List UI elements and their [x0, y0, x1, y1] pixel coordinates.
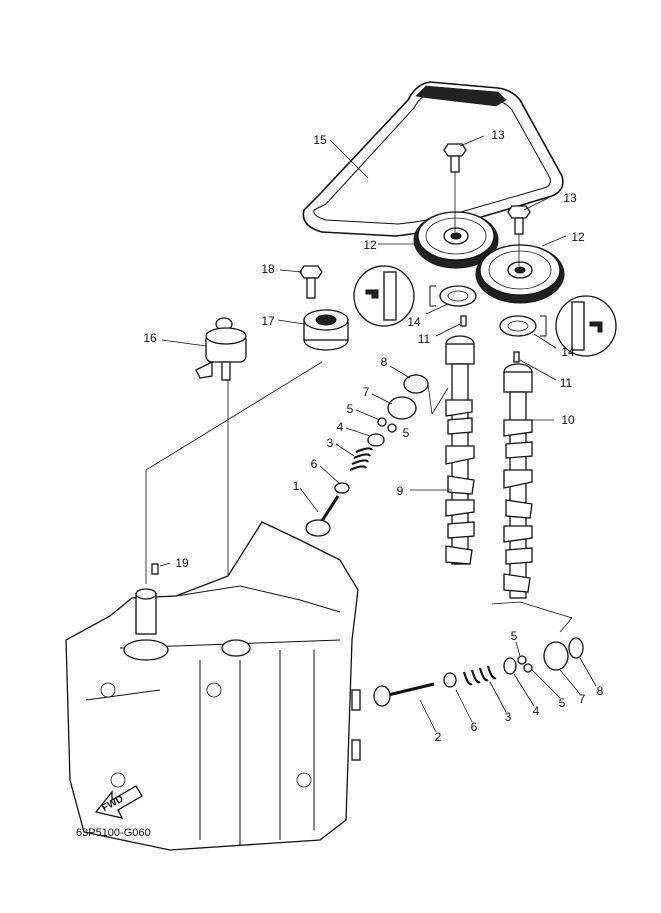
callout-17: 17: [261, 314, 275, 328]
cylinder-head-block: [65, 521, 361, 851]
camshaft-left-part-9: [445, 335, 475, 565]
callout-8-lower: 8: [597, 684, 604, 698]
callout-5-lower-b: 5: [559, 696, 566, 710]
callout-3-lower: 3: [505, 710, 512, 724]
callout-3-upper: 3: [327, 436, 334, 450]
shim-part-8-lower: [568, 637, 584, 659]
spring-retainer-part-4-lower: [503, 657, 517, 675]
callout-12-right: 12: [571, 230, 585, 244]
callout-14-right: 14: [561, 345, 575, 359]
callout-5-upper-b: 5: [403, 426, 410, 440]
callout-19: 19: [175, 556, 189, 570]
callout-16: 16: [143, 331, 157, 345]
callout-9: 9: [397, 484, 404, 498]
callout-18: 18: [261, 262, 275, 276]
callout-labels: 15 13 13 12 12 18 17 16 14 11 14 11 10 9…: [143, 128, 603, 744]
valve-seal-part-6-lower: [443, 672, 457, 688]
sprocket-bolt-right-part-13: [507, 205, 531, 266]
valve-train-lower: [373, 601, 584, 707]
callout-14-left: 14: [407, 315, 421, 329]
callout-13-right: 13: [563, 191, 577, 205]
callout-10: 10: [561, 413, 575, 427]
callout-5-upper-a: 5: [347, 402, 354, 416]
callout-6-lower: 6: [471, 720, 478, 734]
callout-4-lower: 4: [533, 704, 540, 718]
leader-lines: [159, 135, 597, 733]
callout-1: 1: [293, 479, 300, 493]
valve-spring-part-3-lower: [462, 665, 497, 686]
diagram-code: 63P5100-G060: [76, 827, 151, 839]
valve-train-upper: [305, 374, 449, 537]
callout-7-lower: 7: [579, 692, 586, 706]
spring-retainer-part-4: [367, 433, 385, 447]
callout-13-left: 13: [491, 128, 505, 142]
callout-6-upper: 6: [311, 457, 318, 471]
intake-valve-part-1: [305, 495, 340, 537]
exhaust-valve-part-2: [373, 682, 435, 707]
shim-part-8: [403, 374, 429, 394]
belt-tensioner-part-16: [195, 317, 247, 381]
callout-12-left: 12: [363, 238, 377, 252]
callout-2: 2: [435, 730, 442, 744]
valve-seal-part-6: [334, 482, 350, 494]
idler-pulley-part-17: [303, 309, 349, 351]
callout-4-upper: 4: [337, 420, 344, 434]
camshaft-sprocket-left-part-12: [413, 211, 499, 269]
oil-seal-left-part-14: [353, 265, 477, 327]
idler-bolt-part-18: [299, 265, 323, 299]
callout-7-upper: 7: [363, 385, 370, 399]
forward-arrow-icon: FWD: [94, 785, 143, 819]
sprocket-bolt-left-part-13: [443, 143, 467, 232]
valve-keeper-part-5: [377, 417, 387, 427]
camshaft-right-part-10: [503, 363, 533, 599]
callout-11-right: 11: [560, 376, 573, 390]
dowel-pin-left-part-11: [460, 315, 467, 327]
valve-spring-part-3: [349, 447, 373, 472]
dowel-pin-right-part-11: [513, 351, 520, 363]
callout-8-upper: 8: [381, 355, 388, 369]
camshaft-sprocket-right-part-12: [475, 244, 565, 304]
dowel-pin-part-19: [151, 563, 159, 575]
callout-5-lower: 5: [511, 629, 518, 643]
guide-line: [145, 361, 323, 590]
valve-lifter-part-7: [387, 396, 417, 420]
callout-11-left: 11: [418, 332, 431, 346]
timing-belt-part-15: [302, 81, 564, 237]
callout-15: 15: [313, 133, 327, 147]
oil-seal-right-part-14: [499, 295, 617, 357]
valve-lifter-part-7-lower: [543, 641, 569, 671]
